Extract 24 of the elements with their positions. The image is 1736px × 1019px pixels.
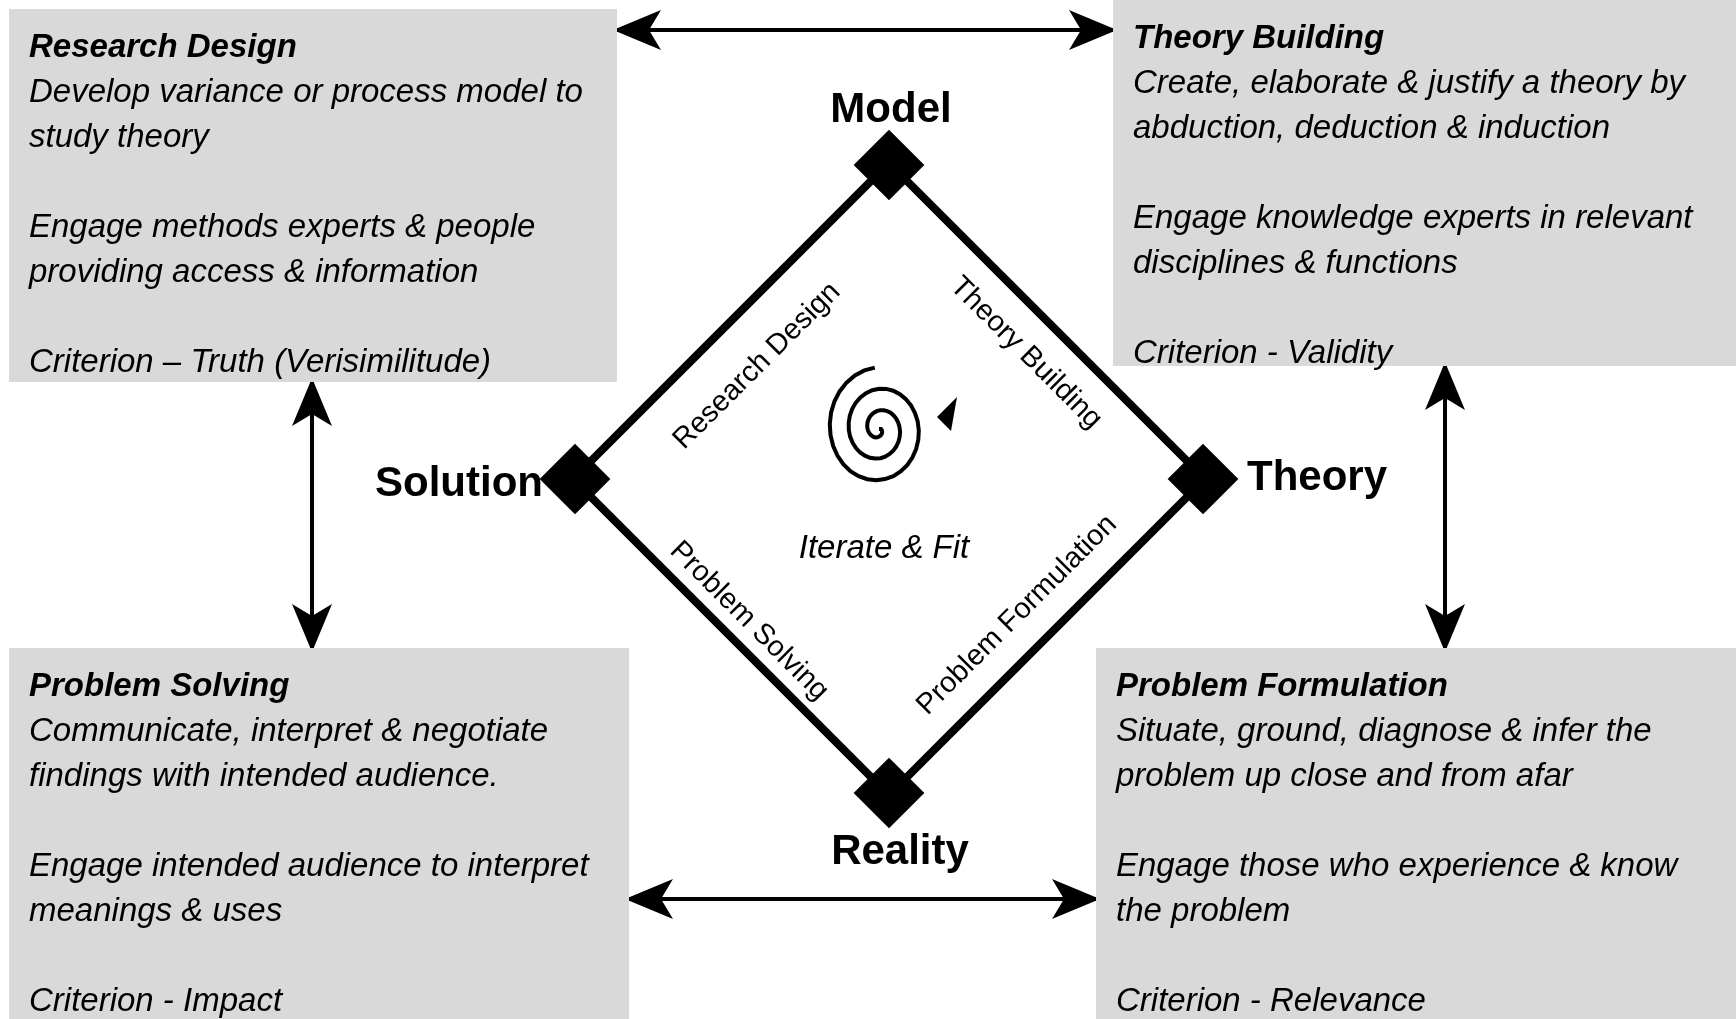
panel-heading: Theory Building: [1133, 17, 1386, 57]
corner-label: Theory: [1247, 452, 1387, 500]
panel-text: Develop variance or process model to study theory: [29, 71, 584, 156]
research-design-panel: [9, 9, 617, 382]
corner-label: Reality: [831, 826, 969, 874]
panel-heading: Problem Solving: [29, 665, 291, 705]
panel-heading: Problem Formulation: [1116, 665, 1449, 705]
panel-text: Create, elaborate & justify a theory by abduction, deduction & induction: [1133, 62, 1688, 147]
panel-text: Criterion - Impact: [29, 980, 285, 1019]
panel-text: Engage those who experience & know the problem: [1116, 845, 1680, 930]
center-label: Iterate & Fit: [797, 527, 972, 567]
panel-text: Engage knowledge experts in relevant disciplines & functions: [1133, 197, 1695, 282]
corner-label: Model: [830, 84, 952, 132]
panel-text: Engage intended audience to interpret meanings & uses: [29, 845, 591, 930]
panel-heading: Research Design: [29, 26, 298, 66]
panel-text: Situate, ground, diagnose & infer the problem up close and from afar: [1116, 710, 1653, 795]
problem-formulation-panel: [1096, 648, 1736, 1019]
problem-solving-panel: [9, 648, 629, 1019]
panel-text: Criterion - Validity: [1133, 332, 1395, 372]
panel-text: Criterion - Relevance: [1116, 980, 1427, 1019]
panel-text: Criterion – Truth (Verisimilitude): [29, 341, 493, 381]
panel-text: Engage methods experts & people providing access & information: [29, 206, 537, 291]
panel-text: Communicate, interpret & negotiate findings with intended audience.: [29, 710, 550, 795]
corner-label: Solution: [375, 458, 543, 506]
